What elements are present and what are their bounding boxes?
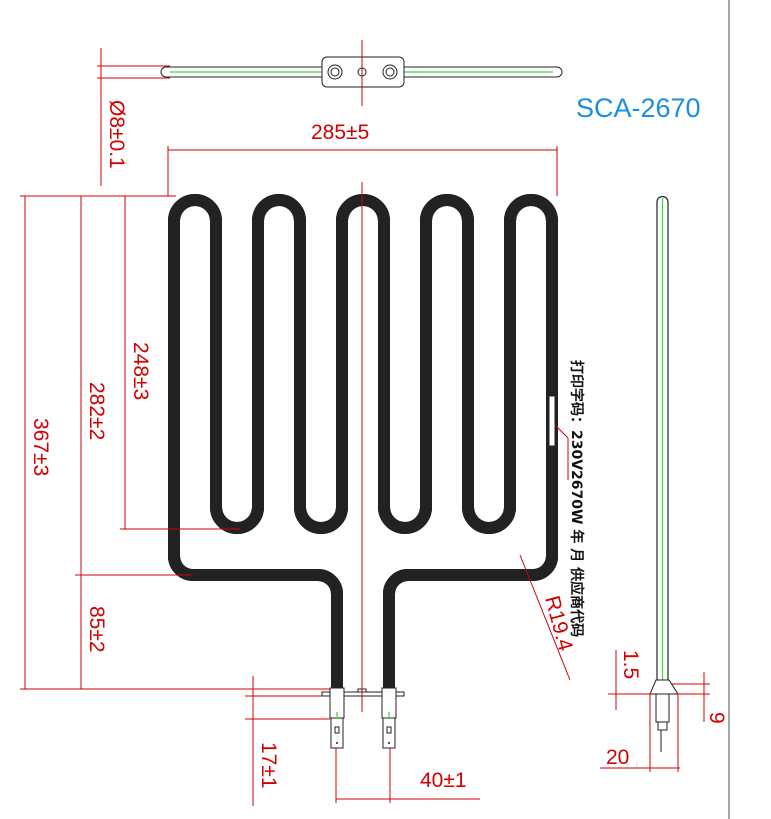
dim-tube-diameter: Ø8±0.1 — [105, 100, 128, 169]
dim-side-flange: 1.5 — [619, 650, 642, 679]
dim-loop-height: 248±3 — [129, 342, 152, 400]
dim-side-width: 20 — [606, 746, 629, 769]
dim-terminal-length: 17±1 — [257, 742, 280, 789]
heating-element — [168, 200, 558, 749]
dim-width: 285±5 — [311, 121, 369, 144]
dim-total-height: 367±3 — [29, 418, 52, 476]
dim-element-height: 282±2 — [85, 382, 108, 440]
label-plate — [548, 395, 556, 447]
dim-side-height: 9 — [705, 712, 728, 724]
dim-leg-height: 85±2 — [85, 606, 108, 653]
top-view — [160, 40, 563, 106]
dim-terminal-spacing: 40±1 — [420, 769, 467, 792]
side-view — [649, 195, 679, 752]
model-title: SCA-2670 — [576, 93, 701, 123]
print-code-note: 打印字码：230V2670W 年 月 供应商代码 — [568, 360, 585, 637]
